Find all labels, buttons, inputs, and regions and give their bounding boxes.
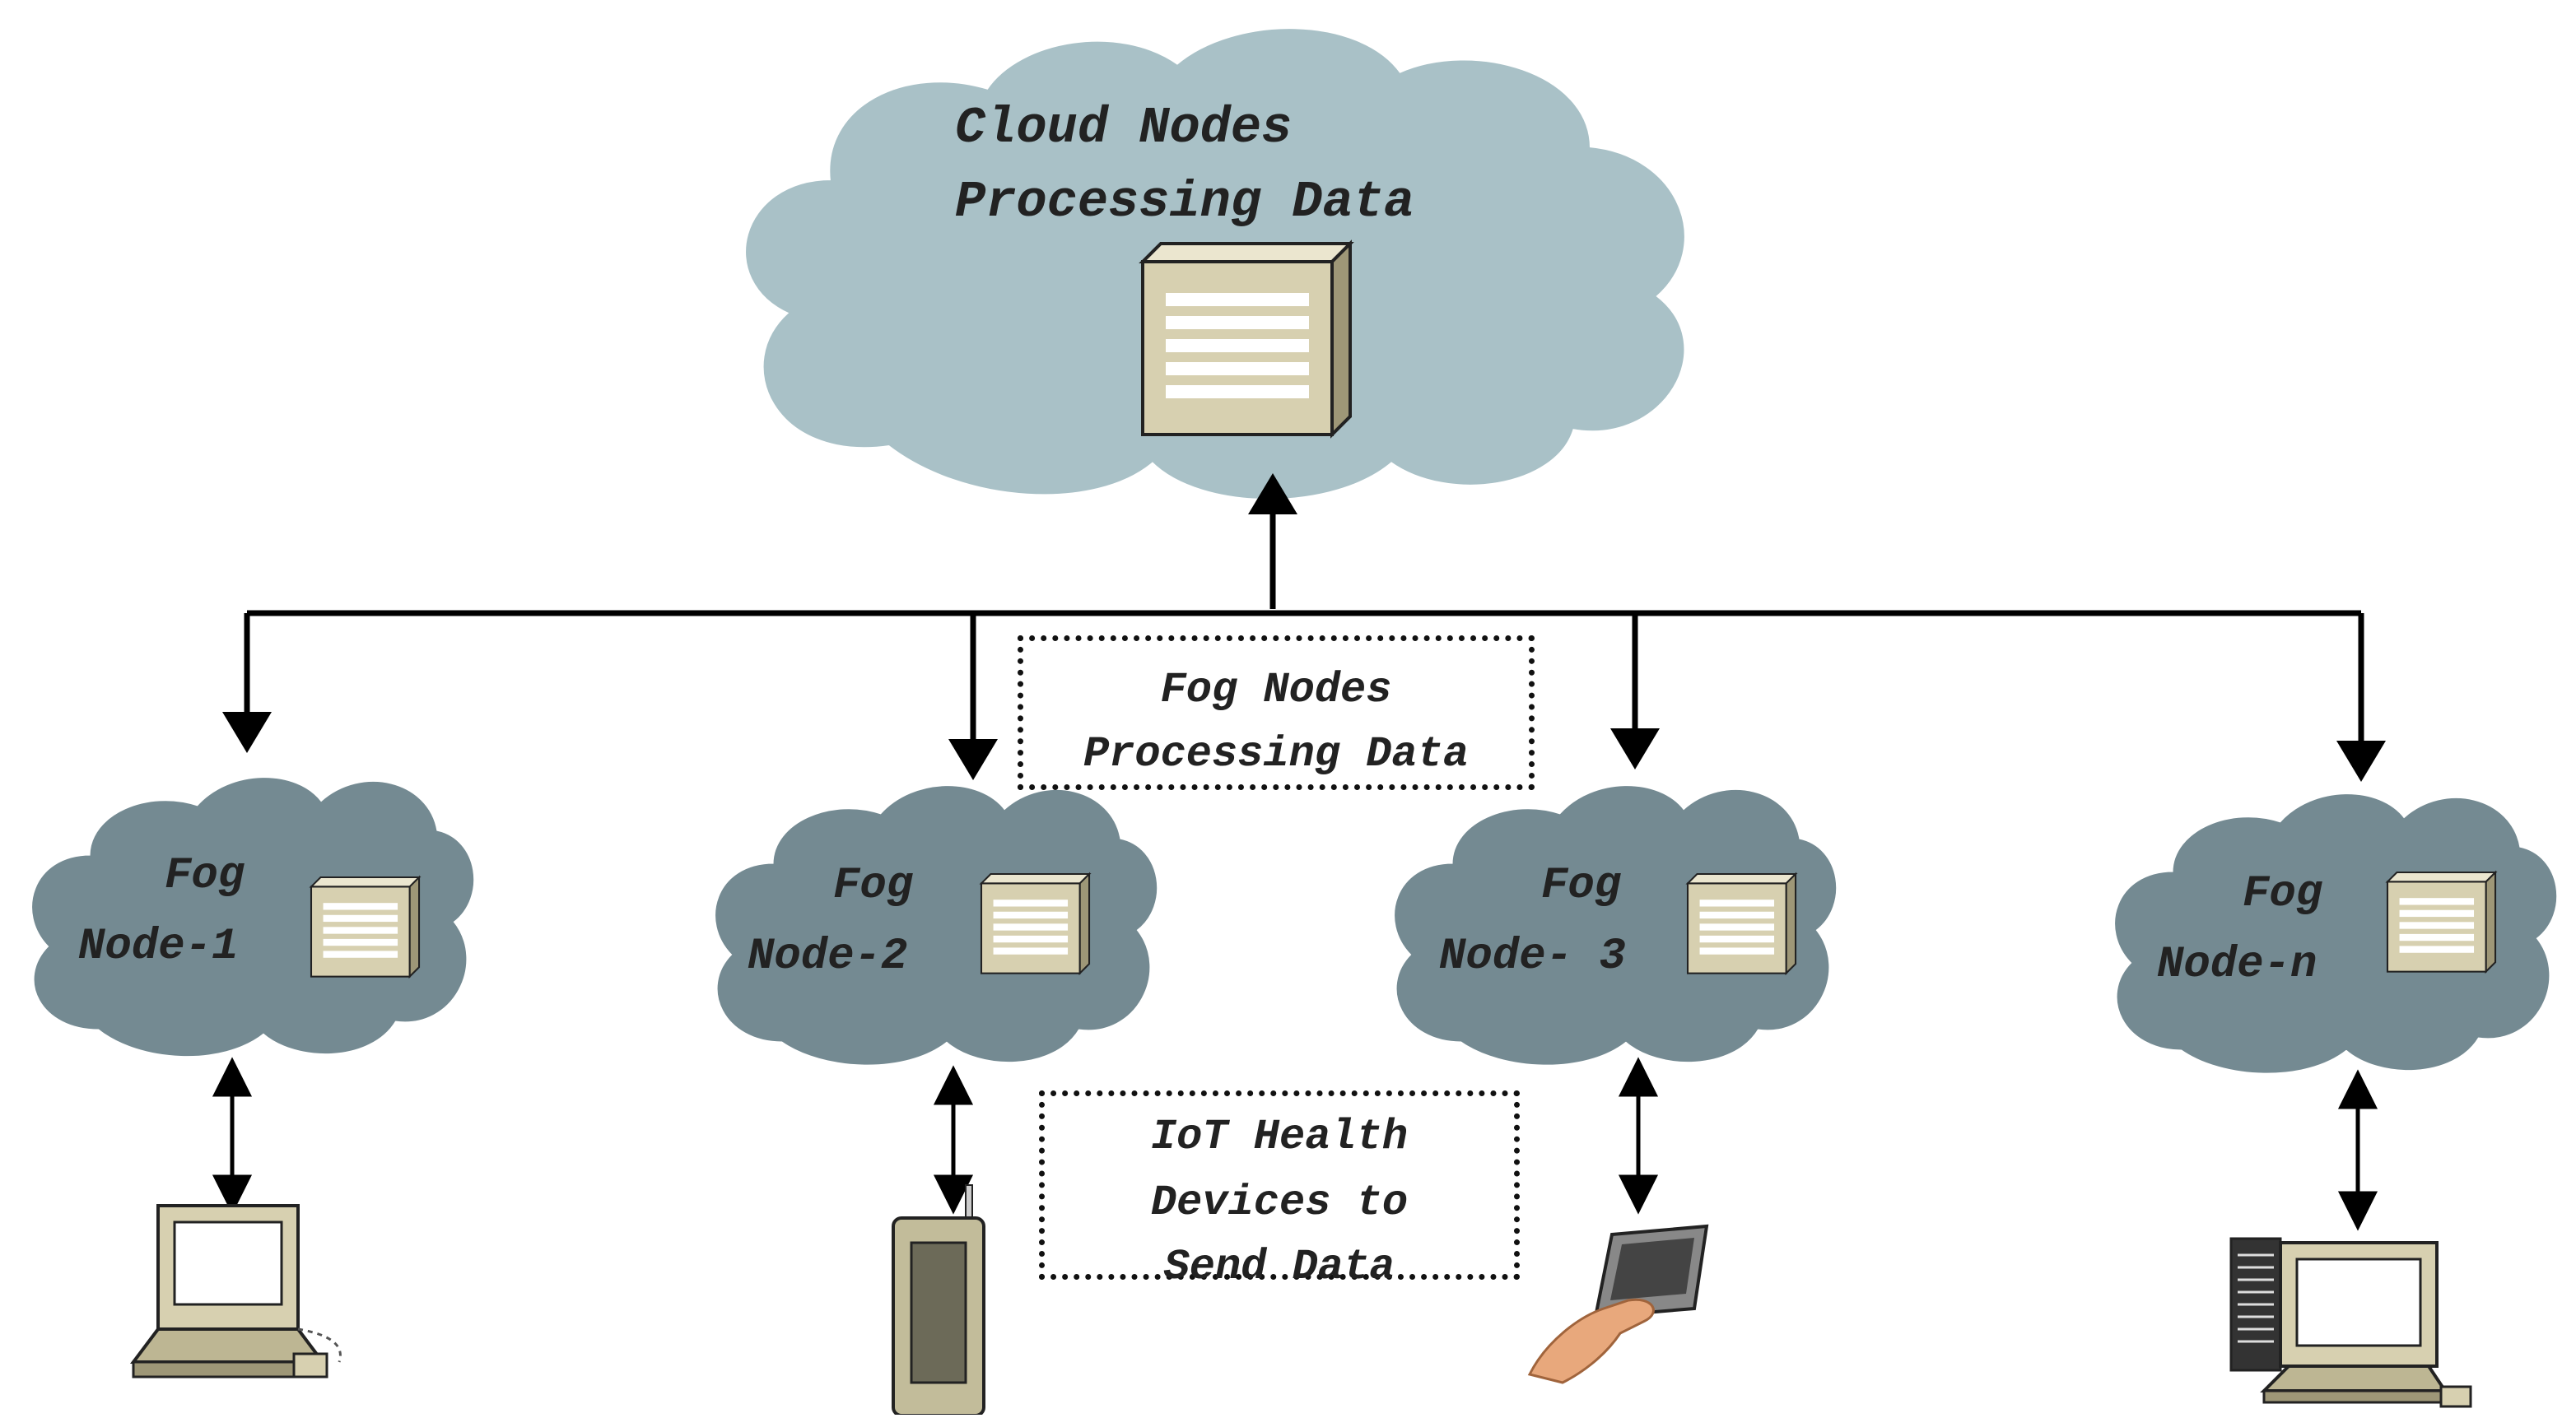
iot-caption-line2: Devices to (1150, 1179, 1409, 1227)
fog-node-1-line1: Fog (165, 851, 245, 901)
fog-node-2-line1: Fog (833, 861, 914, 911)
mobile-phone-icon (892, 1184, 985, 1417)
device-links (212, 1057, 2378, 1231)
fog-node-3-line1: Fog (1541, 861, 1622, 911)
fog-cloud-1 (32, 778, 474, 1056)
desktop-computer-icon (2229, 1237, 2472, 1408)
fog-server-icon-n (2386, 871, 2497, 973)
handheld-device-icon (1527, 1224, 1709, 1384)
fog-cloud-n (2115, 794, 2557, 1073)
cloud-server-icon (1141, 242, 1352, 436)
fog-node-1-line2: Node-1 (78, 922, 239, 972)
arrowheads (222, 473, 2386, 782)
iot-caption-line1: IoT Health (1150, 1113, 1409, 1161)
fog-node-2-line2: Node-2 (748, 932, 908, 982)
iot-caption-box: IoT Health Devices to Send Data (1039, 1090, 1520, 1289)
fog-server-icon-3 (1686, 872, 1797, 974)
laptop-icon (130, 1204, 342, 1378)
fog-caption-line1: Fog Nodes (1160, 666, 1392, 714)
fog-server-icon-1 (310, 876, 421, 978)
fog-cloud-2 (715, 786, 1158, 1065)
fog-caption-line2: Processing Data (1083, 730, 1470, 779)
fog-node-3-line2: Node- 3 (1439, 932, 1626, 982)
cloud-title-line1: Cloud Nodes (955, 99, 1293, 157)
fog-cloud-3 (1395, 786, 1837, 1065)
fog-node-n-line2: Node-n (2157, 940, 2317, 990)
fog-nodes-caption-box: Fog Nodes Processing Data (1018, 635, 1535, 790)
fog-server-icon-2 (980, 872, 1091, 974)
iot-caption-line3: Send Data (1163, 1243, 1395, 1291)
fog-node-n-line1: Fog (2243, 869, 2323, 919)
cloud-title-line2: Processing Data (955, 173, 1415, 231)
